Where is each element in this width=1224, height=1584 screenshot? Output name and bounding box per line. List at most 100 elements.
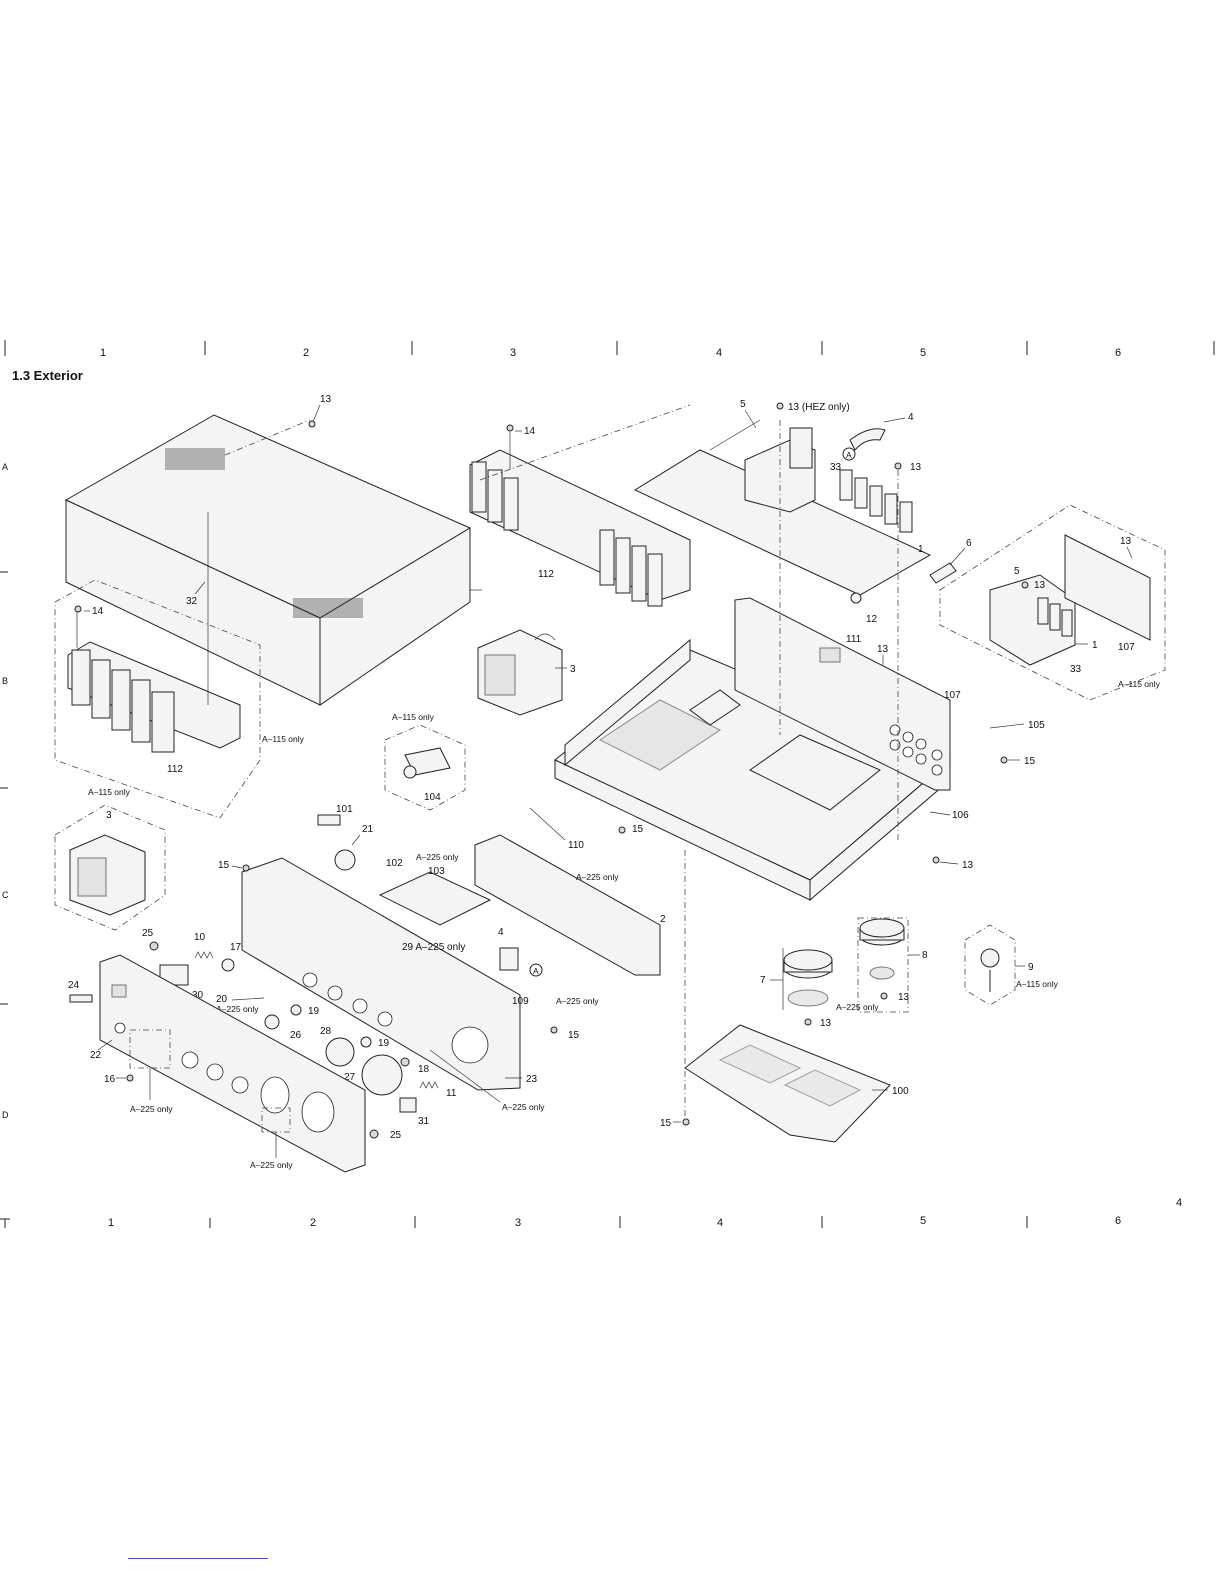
callout-15-chassis: 15 (632, 824, 644, 835)
bottom-col-number-1: 1 (108, 1217, 114, 1229)
col-number-4: 4 (716, 347, 722, 359)
callout-11: 11 (446, 1088, 457, 1099)
callout-22: 22 (90, 1050, 102, 1061)
callout-28: 28 (320, 1026, 332, 1037)
section-title: 1.3 Exterior (12, 368, 83, 383)
callout-13-top-b: 13 (910, 462, 922, 473)
callout-13-foot8: 13 (898, 992, 910, 1003)
callout-4-top: 4 (908, 412, 914, 423)
callout-14-left: 14 (92, 606, 104, 617)
a115-heatsink-group (54, 512, 261, 819)
callout-15-bottom: 15 (660, 1118, 672, 1129)
callout-13-rear: 13 (877, 644, 889, 655)
callout-107-rear: 107 (944, 690, 961, 701)
chassis (554, 638, 951, 902)
row-label-b: B (2, 676, 8, 686)
callout-13-right-a: 13 (1120, 536, 1132, 547)
note-a115-topright: A–115 only (1118, 679, 1161, 689)
callout-31: 31 (418, 1116, 430, 1127)
callout-112-left: 112 (167, 764, 183, 775)
heatsink-top (469, 432, 691, 607)
callout-9: 9 (1028, 962, 1034, 973)
row-label-d: D (2, 1110, 9, 1120)
callout-110: 110 (568, 840, 584, 851)
callout-15-rear: 15 (1024, 756, 1036, 767)
callout-33-top: 33 (830, 462, 842, 473)
part-9-group (964, 924, 1016, 1006)
bottom-col-number-3: 3 (515, 1217, 521, 1229)
callout-26: 26 (290, 1030, 302, 1041)
callout-3-left: 3 (106, 810, 112, 821)
rear-panel (734, 597, 951, 791)
callout-23: 23 (526, 1074, 538, 1085)
callout-30: 30 (192, 990, 204, 1001)
callout-5-top: 5 (740, 399, 746, 410)
callout-103: 103 (428, 866, 445, 877)
callout-33-right: 33 (1070, 664, 1082, 675)
board-104-group (384, 724, 466, 811)
bottom-col-number-4: 4 (717, 1217, 723, 1229)
col-number-3: 3 (510, 347, 516, 359)
callout-25-b: 25 (390, 1130, 402, 1141)
foot-8-group (857, 917, 909, 1013)
note-a225-16: A–225 only (130, 1104, 173, 1114)
callout-8: 8 (922, 950, 928, 961)
callout-29: 29 A–225 only (402, 942, 465, 953)
callout-16: 16 (104, 1074, 116, 1085)
bottom-link-underline (128, 1558, 268, 1559)
callout-21: 21 (362, 824, 374, 835)
callout-13-foot7: 13 (820, 1018, 832, 1029)
callout-19-a: 19 (308, 1006, 320, 1017)
callout-13-chassis: 13 (962, 860, 974, 871)
transformer-mid (477, 629, 563, 716)
callout-104: 104 (424, 792, 441, 803)
callout-27: 27 (344, 1072, 356, 1083)
note-a225-2: A–225 only (576, 872, 619, 882)
row-ruler: A B C D (0, 462, 9, 1120)
callout-12: 12 (866, 614, 878, 625)
page-number: 4 (1176, 1197, 1182, 1209)
callout-13-top: 13 (320, 394, 332, 405)
connector-a-top: A (846, 450, 852, 460)
callout-25-a: 25 (142, 928, 154, 939)
callout-4-front: 4 (498, 927, 504, 938)
bottom-col-number-6: 6 (1115, 1215, 1121, 1227)
callout-109: 109 (512, 996, 529, 1007)
callout-7: 7 (760, 975, 766, 986)
callout-112-top: 112 (538, 569, 554, 580)
bottom-ruler: 1 2 3 4 5 6 4 (0, 1197, 1182, 1229)
callout-106: 106 (952, 810, 969, 821)
note-a225-102: A–225 only (416, 852, 459, 862)
callout-32: 32 (186, 596, 198, 607)
callout-101: 101 (336, 804, 353, 815)
note-a115-mid: A–115 only (392, 712, 435, 722)
row-label-c: C (2, 890, 9, 900)
callout-10: 10 (194, 932, 206, 943)
callout-6: 6 (966, 538, 972, 549)
bottom-col-number-2: 2 (310, 1217, 316, 1229)
note-a225-23: A–225 only (502, 1102, 545, 1112)
foot-7 (782, 948, 833, 1010)
callout-3-mid: 3 (570, 664, 576, 675)
callout-17: 17 (230, 942, 242, 953)
note-a115-left: A–115 only (262, 734, 305, 744)
a115-power-group (939, 504, 1166, 701)
transformer-left-group (54, 804, 166, 931)
note-a225-109: A–225 only (556, 996, 599, 1006)
col-number-2: 2 (303, 347, 309, 359)
callout-1-right: 1 (1092, 640, 1098, 651)
row-label-a: A (2, 462, 8, 472)
note-a115-9: A–115 only (1016, 979, 1059, 989)
callout-102: 102 (386, 858, 403, 869)
callout-5-right: 5 (1014, 566, 1020, 577)
col-number-5: 5 (920, 347, 926, 359)
callout-15-front-b: 15 (568, 1030, 580, 1041)
connector-a-front: A (533, 966, 539, 976)
callout-2: 2 (660, 914, 666, 925)
note-a225-8: A–225 only (836, 1002, 879, 1012)
callout-111: 111 (846, 634, 862, 645)
note-a115-left2: A–115 only (88, 787, 131, 797)
callout-14-top: 14 (524, 426, 536, 437)
callout-13-hez: 13 (HEZ only) (788, 402, 850, 413)
col-number-1: 1 (100, 347, 106, 359)
